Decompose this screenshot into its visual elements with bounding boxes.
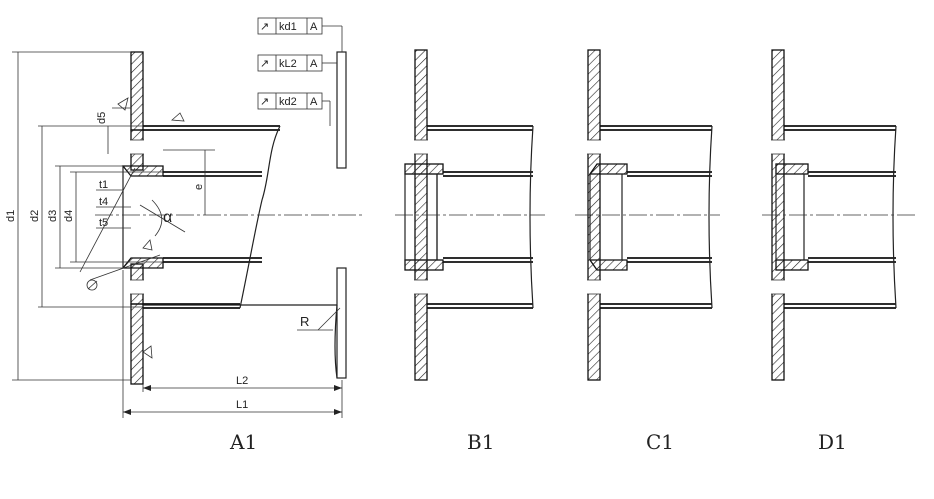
inner-ring-lower	[121, 257, 164, 269]
runout-symbol	[86, 279, 98, 291]
caption-a1: A1	[229, 430, 257, 454]
caption-d1: D1	[818, 430, 847, 454]
caption-c1: C1	[646, 430, 674, 454]
label-t4: t4	[99, 196, 108, 208]
tol-datum: A	[310, 96, 318, 108]
tol-symbol: ↗	[260, 96, 269, 108]
tol-value: kd2	[279, 96, 297, 108]
label-t1: t1	[99, 179, 108, 191]
tolerance-frame-kd1: ↗ kd1 A	[257, 17, 343, 52]
view-a1: d1 d2 d3 d4 d5 e t1 t4 t5 α R	[5, 17, 365, 454]
label-t5: t5	[99, 217, 108, 229]
label-l2: L2	[236, 375, 248, 387]
tolerance-frame-kl2: ↗ kL2 A	[257, 54, 337, 72]
label-d5: d5	[96, 112, 108, 124]
pipe-end-lower	[336, 267, 347, 379]
label-d2: d2	[29, 210, 41, 222]
tol-datum: A	[310, 58, 318, 70]
caption-b1: B1	[467, 430, 494, 454]
flange-plate-upper	[130, 51, 144, 131]
tolerance-frame-kd2: ↗ kd2 A	[257, 92, 331, 126]
tol-symbol: ↗	[260, 21, 269, 33]
label-d3: d3	[47, 210, 59, 222]
inner-ring-upper	[121, 165, 164, 177]
pipe-end-upper	[336, 51, 347, 169]
tol-datum: A	[310, 21, 318, 33]
label-l1: L1	[236, 399, 248, 411]
label-e: e	[193, 184, 205, 190]
label-alpha: α	[163, 209, 172, 226]
view-d1: D1	[762, 49, 915, 454]
tol-value: kL2	[279, 58, 297, 70]
tol-symbol: ↗	[260, 58, 269, 70]
view-c1: C1	[575, 49, 720, 454]
flange-plate-lower	[130, 303, 144, 385]
label-d4: d4	[63, 210, 75, 222]
label-r: R	[300, 314, 309, 329]
tol-value: kd1	[279, 21, 297, 33]
view-b1: B1	[395, 49, 545, 454]
label-d1: d1	[5, 210, 17, 222]
